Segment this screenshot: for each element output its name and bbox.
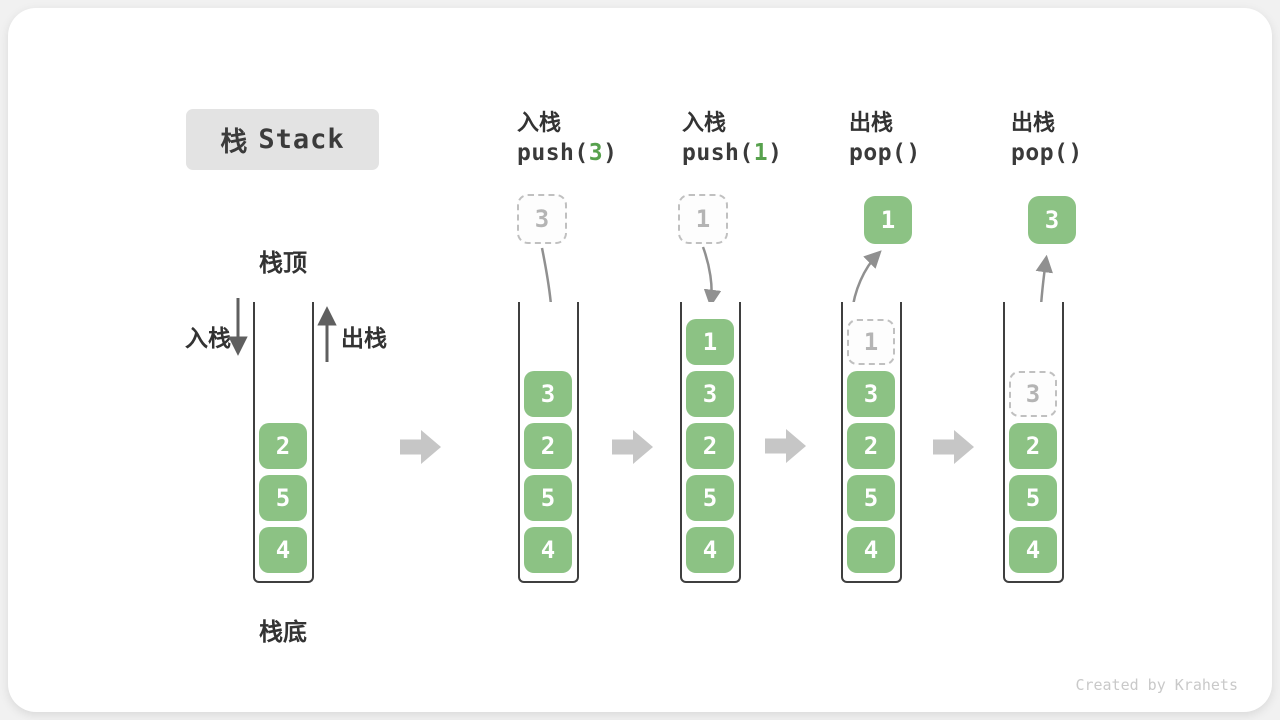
step-arrow-icon [765,429,806,468]
stack-block: 4 [259,527,307,573]
code-text: ) [603,140,618,166]
step-arrow-icon [933,430,974,469]
pop-direction-label: 出栈 [341,325,387,351]
stack-bottom-label: 栈底 [259,619,307,646]
operation-label-code: push(1) [682,140,782,166]
operation-label-code: push(3) [517,140,617,166]
ghost-block: 1 [847,319,895,365]
stack-block: 1 [686,319,734,365]
stack-block: 5 [524,475,572,521]
code-text: push( [517,140,589,166]
code-text: ) [768,140,783,166]
operation-label-code: pop() [849,140,921,166]
stack-block: 5 [686,475,734,521]
stack-block: 4 [686,527,734,573]
stack-block: 4 [847,527,895,573]
operation-label-zh: 出栈 [849,110,894,135]
stack-block: 2 [1009,423,1057,469]
code-text: pop( [1011,140,1069,166]
code-text: ) [1068,140,1083,166]
stack-block: 2 [524,423,572,469]
watermark: Created by Krahets [1075,676,1238,694]
incoming-element-box: 1 [678,194,728,244]
stack-block: 4 [524,527,572,573]
code-text: pop( [849,140,907,166]
operation-label-zh: 入栈 [682,110,727,135]
step-arrow-icon [612,430,653,469]
push-1-curve-arrow-icon [701,246,722,308]
operation-label-zh: 出栈 [1011,110,1056,135]
stack-block: 4 [1009,527,1057,573]
code-argument: 1 [753,140,769,166]
popped-element-box: 3 [1028,196,1076,244]
stack-block: 3 [686,371,734,417]
push-direction-label: 入栈 [185,325,231,351]
stack-block: 3 [847,371,895,417]
code-text: ) [906,140,921,166]
stack-block: 5 [847,475,895,521]
diagram-title: 栈 Stack [186,109,379,170]
code-argument: 3 [588,140,604,166]
operation-label-zh: 入栈 [517,110,562,135]
operation-label-code: pop() [1011,140,1083,166]
code-text: push( [682,140,754,166]
stack-block: 2 [259,423,307,469]
stack-block: 5 [1009,475,1057,521]
stack-block: 2 [686,423,734,469]
step-arrow-icon [400,430,441,469]
ghost-block: 3 [1009,371,1057,417]
popped-element-box: 1 [864,196,912,244]
stack-block: 5 [259,475,307,521]
stack-block: 3 [524,371,572,417]
title-en: Stack [258,124,345,155]
incoming-element-box: 3 [517,194,567,244]
stack-block: 2 [847,423,895,469]
stack-top-label: 栈顶 [259,250,307,277]
title-zh: 栈 [220,127,248,157]
